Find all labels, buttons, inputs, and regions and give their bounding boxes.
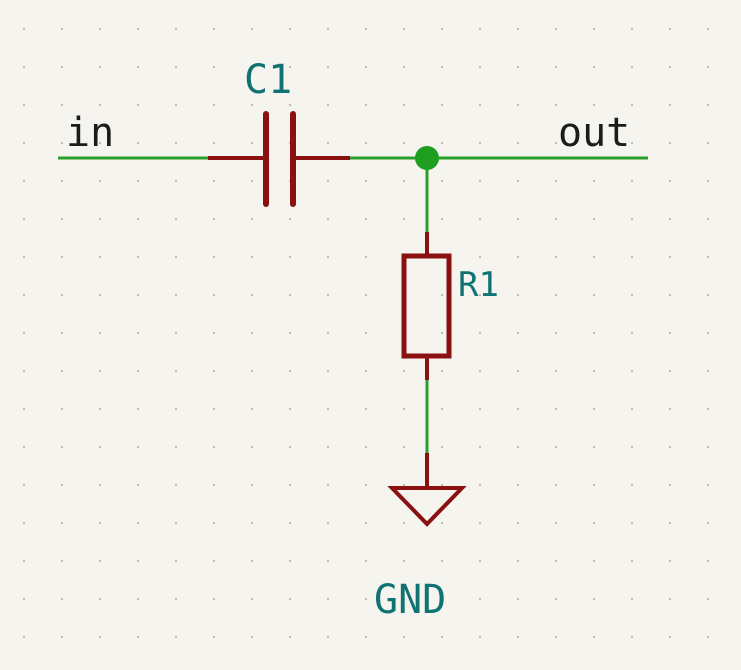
resistor-body	[401, 253, 452, 359]
net-label-in: in	[66, 110, 115, 156]
ground-triangle	[387, 486, 467, 527]
resistor-r1[interactable]	[401, 232, 452, 380]
net-label-out: out	[558, 110, 631, 156]
capacitor-reference-label: C1	[244, 57, 293, 103]
resistor-reference-label: R1	[458, 265, 499, 305]
capacitor-c1[interactable]	[208, 111, 350, 207]
junction-dot	[415, 146, 439, 170]
ground-reference-label: GND	[374, 577, 447, 623]
ground-symbol[interactable]	[387, 453, 467, 527]
